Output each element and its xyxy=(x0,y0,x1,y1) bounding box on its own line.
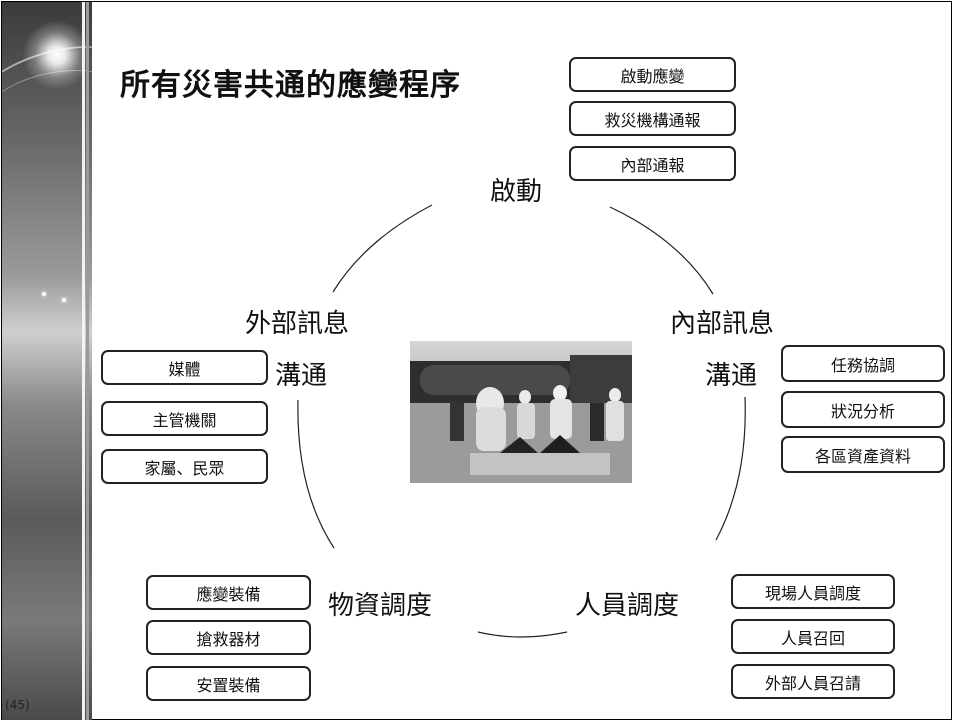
box-onsite-dispatch: 現場人員調度 xyxy=(731,574,895,609)
node-start: 啟動 xyxy=(490,177,543,207)
box-task-coordination: 任務協調 xyxy=(781,345,945,382)
node-materials: 物資調度 xyxy=(328,591,433,621)
star-dot-icon xyxy=(62,298,66,302)
box-personnel-recall: 人員召回 xyxy=(731,619,895,654)
node-external-line2: 溝通 xyxy=(275,361,328,391)
arc-materials-to-personnel xyxy=(477,631,568,638)
star-dot-icon xyxy=(42,292,46,296)
box-situation-analysis: 狀況分析 xyxy=(781,391,945,428)
box-families-public: 家屬、民眾 xyxy=(101,449,268,484)
box-shelter-equipment: 安置裝備 xyxy=(146,666,311,701)
box-start-response: 啟動應變 xyxy=(569,57,736,92)
node-external-line1: 外部訊息 xyxy=(245,309,350,339)
arc-start-to-external xyxy=(332,204,433,293)
box-media: 媒體 xyxy=(101,350,268,385)
sidebar-stripe xyxy=(82,2,85,720)
sidebar-stripe xyxy=(86,2,89,720)
box-response-equipment: 應變裝備 xyxy=(146,575,311,610)
box-internal-notify: 內部通報 xyxy=(569,146,736,181)
arc-external-to-materials xyxy=(297,399,335,549)
hazmat-responders-photo xyxy=(410,341,632,483)
slide-title: 所有災害共通的應變程序 xyxy=(120,68,461,103)
box-asset-data: 各區資產資料 xyxy=(781,436,945,473)
photo-illustration xyxy=(410,355,632,483)
box-rescue-notify: 救災機構通報 xyxy=(569,101,736,136)
node-internal-line1: 內部訊息 xyxy=(670,309,775,339)
arc-start-to-internal xyxy=(609,206,714,295)
box-external-personnel: 外部人員召請 xyxy=(731,664,895,699)
arc-internal-to-personnel xyxy=(715,396,746,541)
box-rescue-equipment: 搶救器材 xyxy=(146,620,311,655)
page-number: (45) xyxy=(5,698,30,712)
box-authority: 主管機關 xyxy=(101,401,268,436)
node-internal-line2: 溝通 xyxy=(705,361,758,391)
decorative-sidebar xyxy=(2,2,92,720)
node-personnel: 人員調度 xyxy=(575,591,680,621)
light-glow-icon xyxy=(22,20,92,90)
